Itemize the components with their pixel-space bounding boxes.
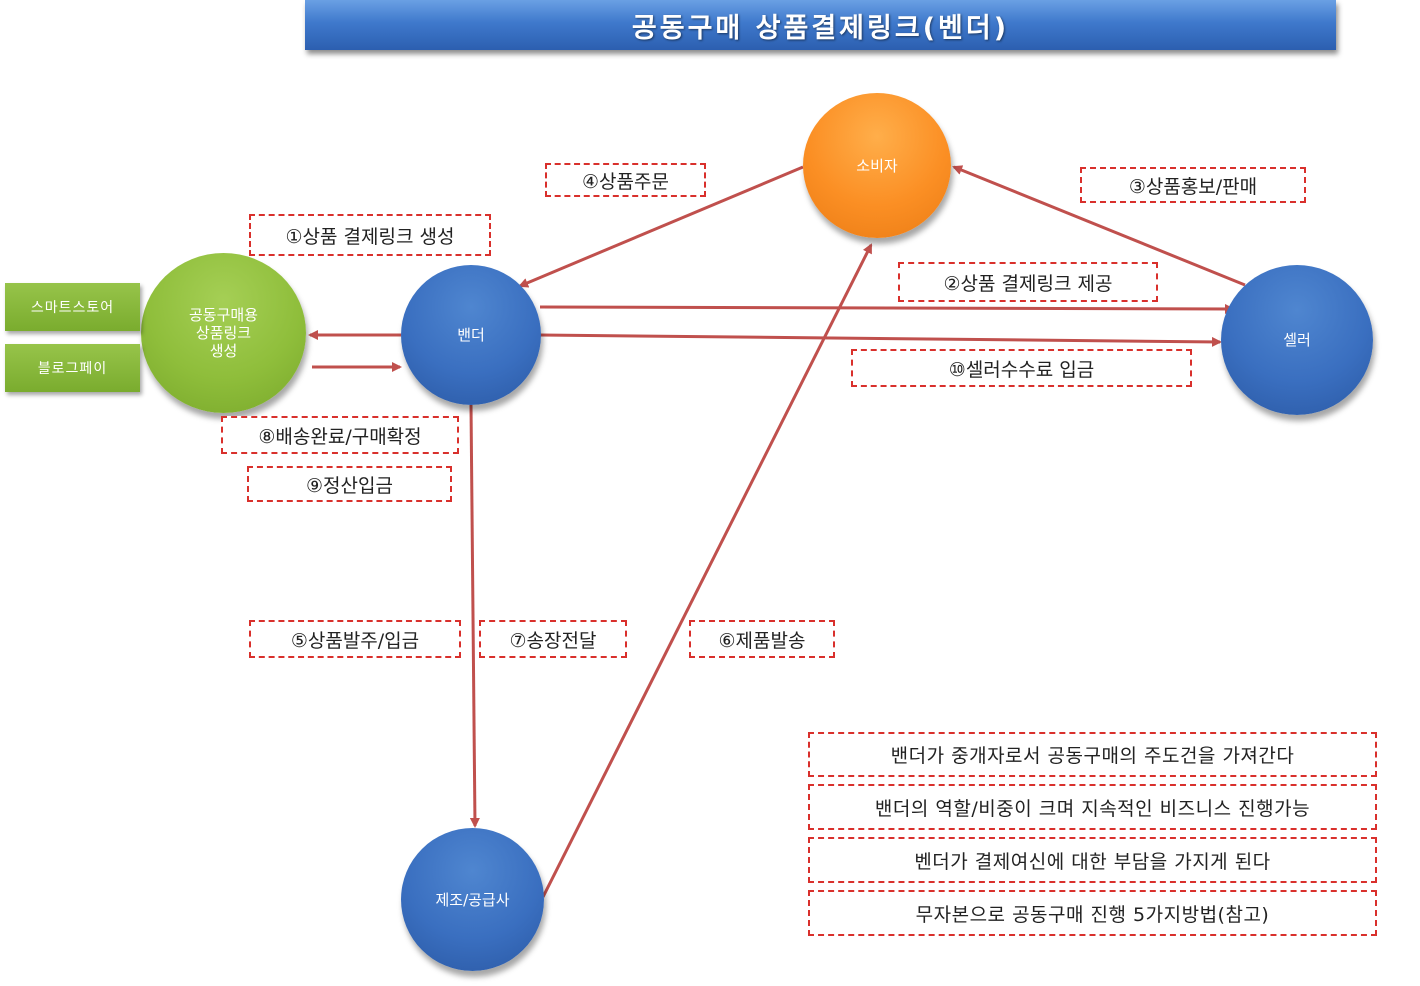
blogpay-box: 블로그페이 xyxy=(5,344,140,392)
step-4-label: ④상품주문 xyxy=(545,163,706,197)
step-2-label: ②상품 결제링크 제공 xyxy=(898,262,1158,302)
step-8-label: ⑧배송완료/구매확정 xyxy=(221,416,459,454)
smartstore-box: 스마트스토어 xyxy=(5,283,140,331)
step-1-label: ①상품 결제링크 생성 xyxy=(249,214,491,256)
node-consumer: 소비자 xyxy=(803,93,951,238)
node-manufacturer: 제조/공급사 xyxy=(401,828,544,971)
arrow-manufacturer-to-consumer xyxy=(541,243,873,898)
step-7-label: ⑦송장전달 xyxy=(479,620,627,658)
step-10-label: ⑩셀러수수료 입금 xyxy=(851,349,1192,387)
step-9-label: ⑨정산입금 xyxy=(247,466,452,502)
step-5-label: ⑤상품발주/입금 xyxy=(249,620,461,658)
arrow-vendor-to-manufacturer xyxy=(469,404,480,828)
arrow-vendor-to-seller-commission xyxy=(539,333,1222,347)
arrow-vendor-to-seller-link xyxy=(539,303,1235,314)
node-link-generation: 공동구매용 상품링크 생성 xyxy=(141,253,306,413)
step-6-label: ⑥제품발송 xyxy=(689,620,835,658)
arrow-consumer-to-vendor xyxy=(518,165,804,288)
node-seller: 셀러 xyxy=(1221,265,1373,415)
node-vendor: 밴더 xyxy=(401,265,541,405)
note-reference: 무자본으로 공동구매 진행 5가지방법(참고) xyxy=(808,890,1377,936)
note-vendor-credit: 벤더가 결제여신에 대한 부담을 가지게 된다 xyxy=(808,837,1377,883)
arrow-seller-to-consumer xyxy=(952,165,1246,287)
page-title: 공동구매 상품결제링크(벤더) xyxy=(305,0,1336,50)
step-3-label: ③상품홍보/판매 xyxy=(1080,167,1306,203)
note-vendor-leadership: 밴더가 중개자로서 공동구매의 주도건을 가져간다 xyxy=(808,732,1377,777)
note-vendor-role: 밴더의 역할/비중이 크며 지속적인 비즈니스 진행가능 xyxy=(808,784,1377,830)
